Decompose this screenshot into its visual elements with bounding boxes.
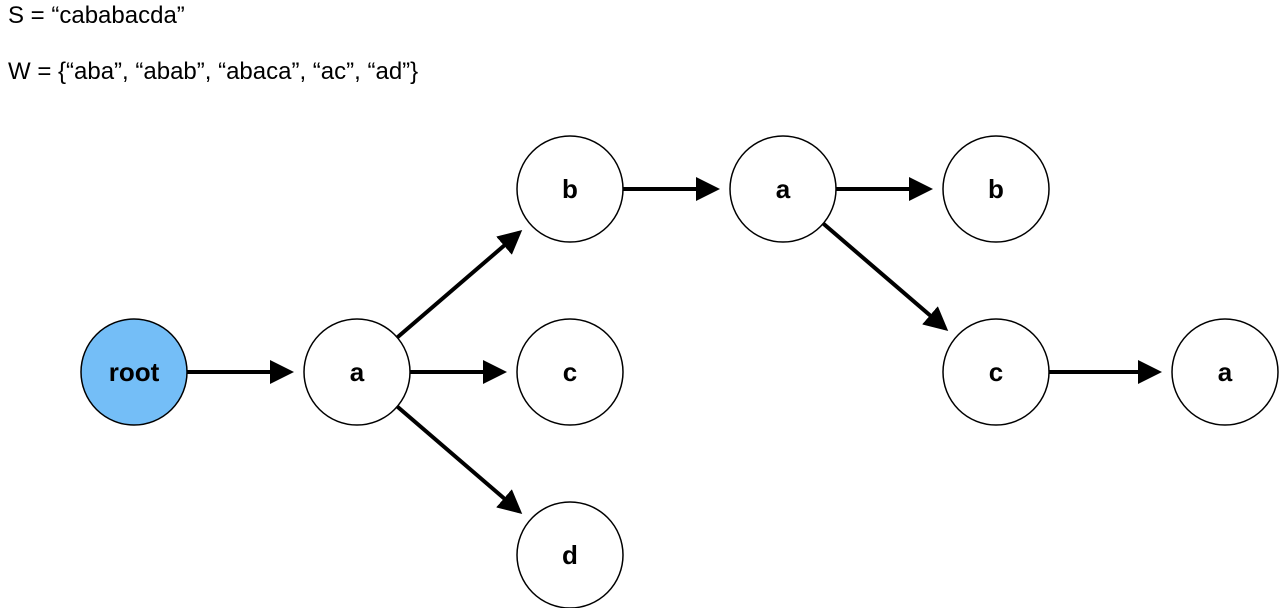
edge-n_aba-to-n_abac [821,222,949,331]
string-s-label: S = “cababacda” [8,2,185,29]
trie-nodes: root a b c d a b c a [80,135,1279,608]
node-circle [1171,318,1279,426]
trie-node: d [516,501,624,608]
node-label: a [1218,357,1233,387]
trie-node: b [516,135,624,243]
trie-root-node: root [80,318,188,426]
node-label: b [562,174,578,204]
trie-edges [187,177,1162,514]
node-label: root [109,357,160,387]
trie-node: b [942,135,1050,243]
trie-node: a [303,318,411,426]
word-set-w-label: W = {“aba”, “abab”, “abaca”, “ac”, “ad”} [8,58,419,85]
node-circle [942,135,1050,243]
node-label: a [350,357,365,387]
node-circle [729,135,837,243]
node-label: c [989,357,1003,387]
trie-node: c [516,318,624,426]
node-circle [516,318,624,426]
node-label: b [988,174,1004,204]
node-circle [303,318,411,426]
node-label: a [776,174,791,204]
node-circle [942,318,1050,426]
node-circle [516,135,624,243]
node-label: d [562,540,578,570]
node-circle [516,501,624,608]
edge-n_a-to-n_ad [395,405,523,514]
node-circle [80,318,188,426]
trie-node: a [1171,318,1279,426]
trie-node: c [942,318,1050,426]
edge-n_a-to-n_ab [395,230,523,339]
trie-node: a [729,135,837,243]
node-label: c [563,357,577,387]
